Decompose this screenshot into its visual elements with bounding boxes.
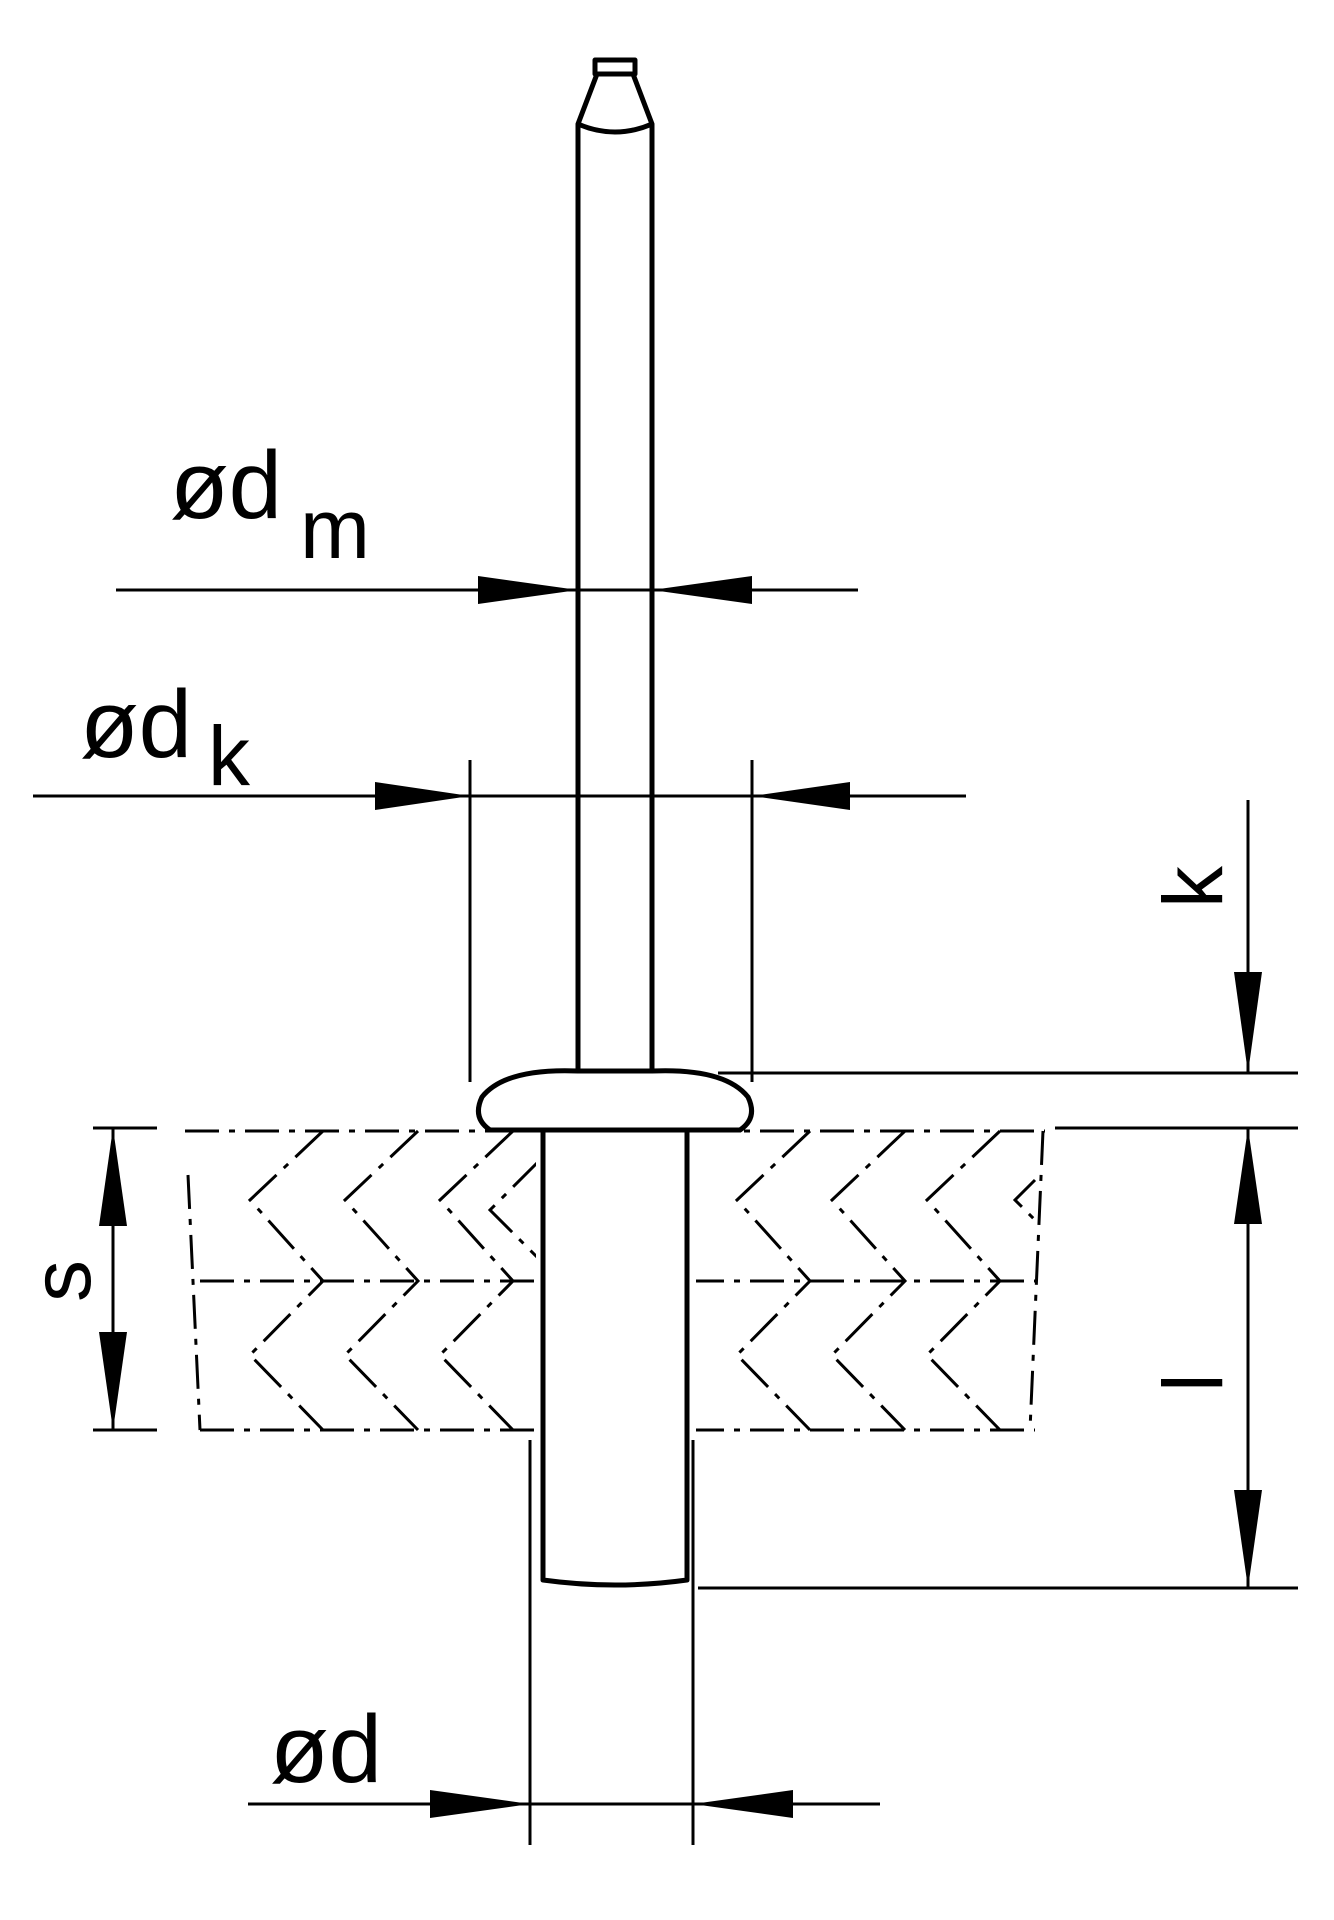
mandrel [575,57,655,1071]
bore-clearance [536,1128,696,1434]
dimension-head-diameter [33,760,966,1082]
label-d-m: ød [170,432,282,539]
label-s: s [14,1260,108,1302]
clamped-material [185,1129,1045,1432]
dimension-grip-thickness [93,1126,157,1432]
mandrel-tip [575,57,655,1071]
rivet-head [475,1068,755,1133]
label-k: k [1146,865,1240,908]
label-d-m-subscript: m [300,482,370,576]
label-d-k: ød [80,671,192,778]
dimension-rivet-length [698,1128,1298,1590]
label-l: l [1146,1373,1240,1392]
dimension-sleeve-diameter [248,1440,880,1845]
mandrel-tip-chamfer [577,121,653,135]
label-d: ød [270,1696,382,1803]
dimension-head-height [718,800,1298,1130]
material-left-end [186,1174,202,1431]
rivet-sleeve [540,1130,690,1588]
hatching-right [734,1129,1037,1432]
hatching-left [247,1129,542,1432]
dimension-mandrel-diameter [116,576,858,604]
label-d-k-subscript: k [208,709,251,803]
material-right-end [1028,1130,1045,1431]
